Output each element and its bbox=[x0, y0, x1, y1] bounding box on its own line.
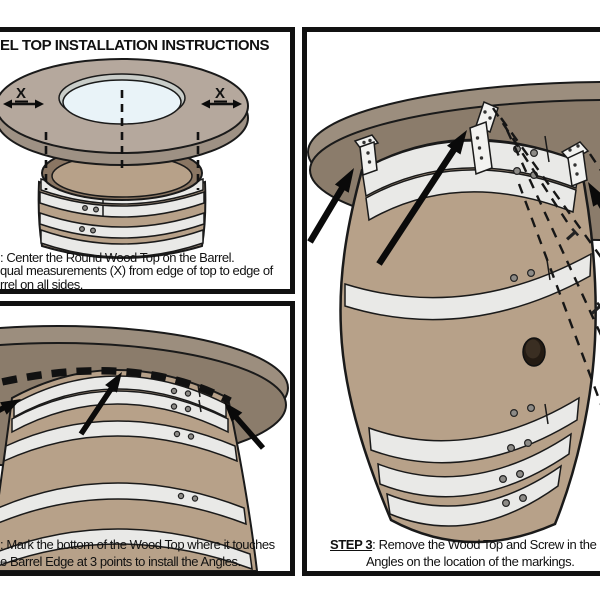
dim-label-x-left: X bbox=[16, 85, 26, 102]
barrel-illustration bbox=[339, 135, 597, 544]
rivet bbox=[187, 433, 195, 440]
barrel-band bbox=[13, 375, 227, 419]
screw-icon bbox=[590, 301, 600, 315]
rivet bbox=[524, 439, 533, 448]
rivet bbox=[502, 499, 511, 508]
screw-icon bbox=[565, 227, 580, 241]
barrel-band bbox=[39, 190, 205, 218]
step3-caption-line1: STEP 3: Remove the Wood Top and Screw in… bbox=[330, 537, 600, 552]
barrel-band bbox=[11, 390, 229, 434]
barrel-band bbox=[377, 432, 572, 498]
rivet bbox=[510, 274, 519, 283]
rivet bbox=[499, 475, 508, 484]
sheet-title: EL TOP INSTALLATION INSTRUCTIONS bbox=[0, 37, 270, 54]
step1-line2: qual measurements (X) from edge of top t… bbox=[0, 263, 273, 279]
rivet bbox=[93, 206, 100, 213]
step2-diagram bbox=[0, 325, 289, 571]
barrel-illustration bbox=[0, 369, 259, 571]
bracket-arrows bbox=[307, 130, 600, 266]
barrel-band bbox=[0, 482, 247, 526]
step3-caption-line2: Angles on the location of the markings. bbox=[366, 554, 575, 569]
rivet bbox=[177, 492, 185, 500]
rivet bbox=[82, 205, 89, 212]
rivet bbox=[513, 167, 522, 176]
step2-line1: : Mark the bottom of the Wood Top where … bbox=[0, 537, 275, 552]
screw-guide-lines bbox=[491, 107, 600, 406]
step3-label: STEP 3 bbox=[330, 537, 373, 552]
rivet bbox=[184, 390, 192, 397]
barrel-band bbox=[386, 464, 562, 527]
step1-line3: rrel on all sides. bbox=[0, 276, 83, 292]
rivet bbox=[516, 470, 525, 479]
alignment-dashed-lines bbox=[44, 90, 200, 190]
rivet bbox=[519, 494, 528, 503]
step1-diagram: X X bbox=[0, 58, 249, 259]
dimension-arrow-right: X bbox=[201, 85, 242, 109]
angle-bracket-left bbox=[353, 134, 380, 177]
barrel-band bbox=[0, 528, 253, 571]
step1-caption: : Center the Round Wood Top on the Barre… bbox=[0, 250, 273, 292]
rivet bbox=[527, 269, 536, 278]
wood-top-illustration bbox=[0, 58, 249, 166]
panel-step2 bbox=[0, 301, 295, 576]
rivet bbox=[173, 430, 181, 438]
rivet bbox=[90, 227, 97, 234]
rivet bbox=[170, 403, 178, 410]
rivet bbox=[191, 495, 199, 502]
rivet bbox=[527, 404, 536, 413]
marking-arrows bbox=[0, 372, 266, 450]
panel-step1: X X bbox=[0, 27, 295, 294]
rivet bbox=[184, 405, 192, 413]
rivet bbox=[170, 387, 178, 395]
angle-brackets bbox=[353, 100, 590, 188]
rivet bbox=[510, 409, 519, 418]
barrel-band bbox=[40, 228, 204, 258]
step3-text: : Remove the Wood Top and Screw in the 3 bbox=[372, 537, 600, 552]
panel-step3 bbox=[302, 27, 600, 576]
bunghole-inner bbox=[525, 339, 541, 359]
dim-label-x-right: X bbox=[215, 85, 225, 102]
dimension-arrow-left: X bbox=[3, 85, 44, 109]
barrel-band bbox=[344, 252, 592, 321]
glass-insert bbox=[62, 79, 182, 125]
angle-bracket-right bbox=[560, 141, 590, 188]
step2-caption: : Mark the bottom of the Wood Top where … bbox=[0, 536, 275, 570]
step2-line2: e Barrel Edge at 3 points to install the… bbox=[0, 554, 241, 570]
rivet bbox=[530, 148, 539, 157]
barrel-band bbox=[3, 420, 238, 463]
step3-diagram bbox=[307, 81, 600, 544]
rivet bbox=[507, 444, 516, 453]
angle-bracket-center bbox=[469, 100, 499, 176]
step1-line1: : Center the Round Wood Top on the Barre… bbox=[0, 250, 235, 265]
rivet bbox=[79, 226, 86, 233]
barrel-band bbox=[368, 396, 580, 464]
